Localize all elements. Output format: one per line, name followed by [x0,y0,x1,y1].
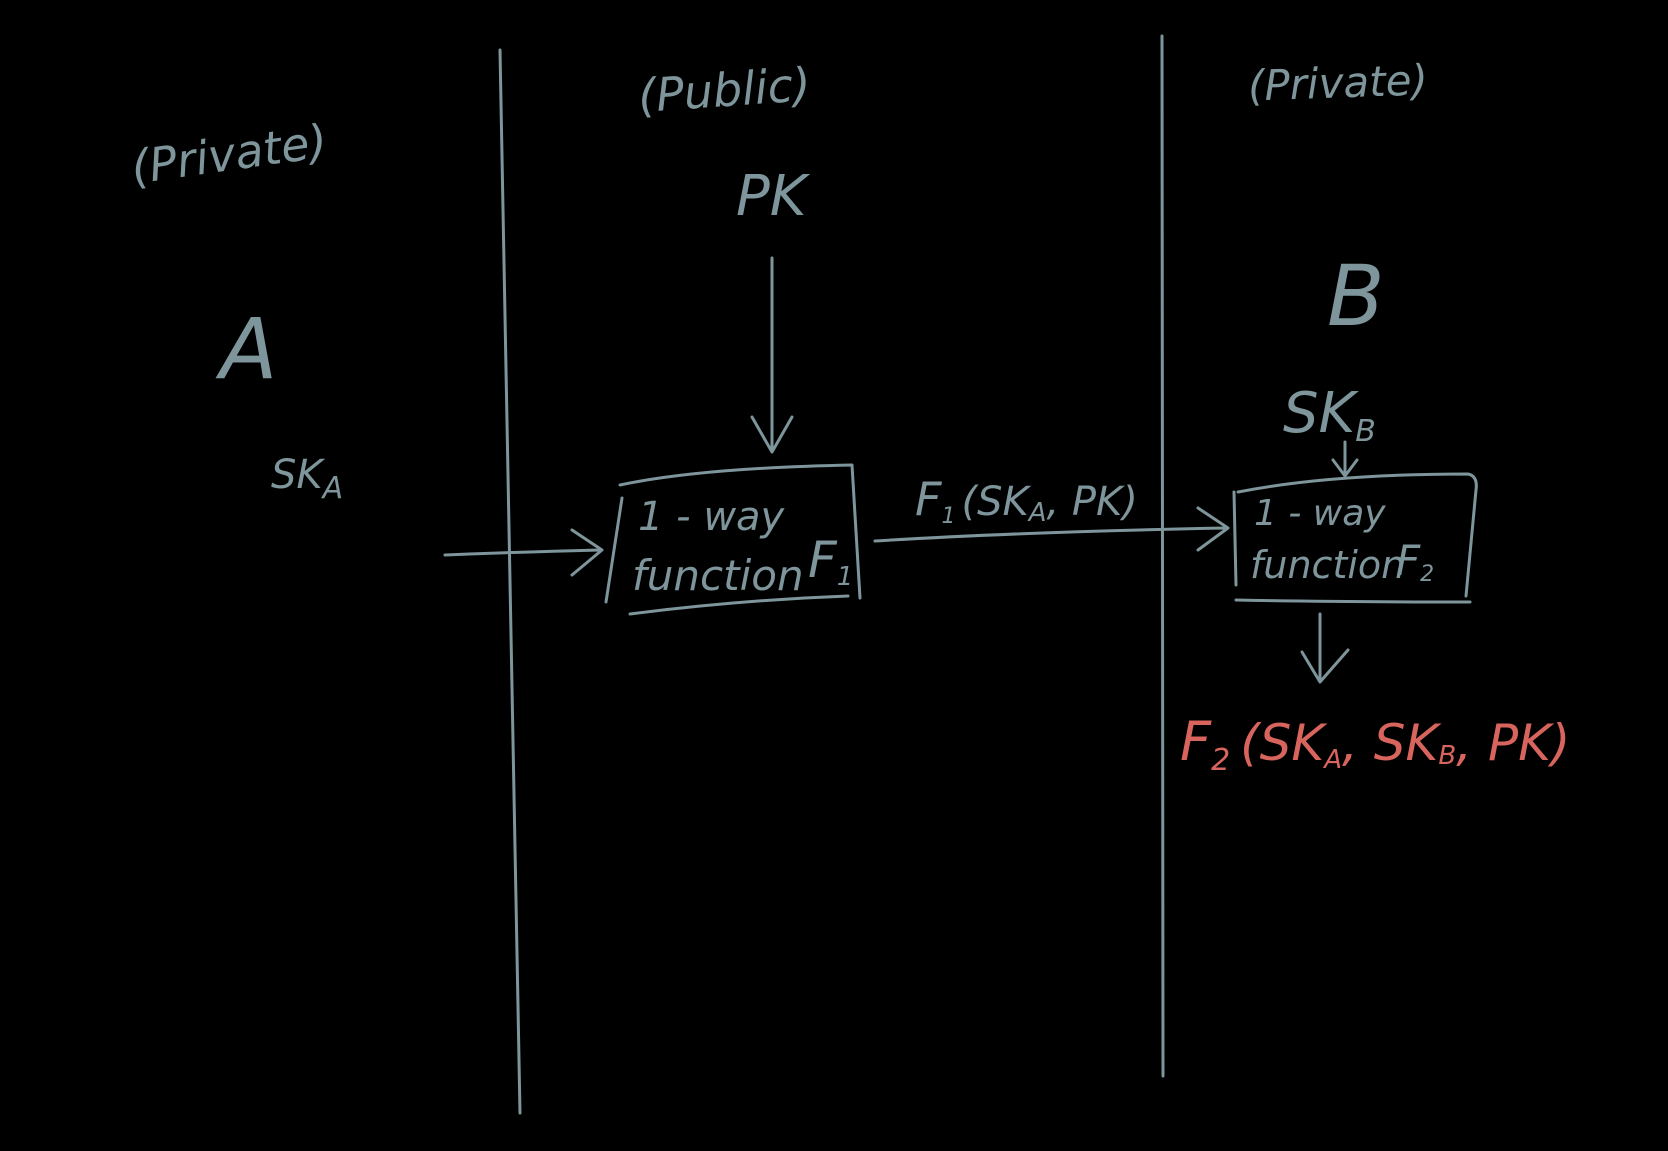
result-label-sub: 2 [1211,743,1230,778]
function-2-line1: 1 - way [1254,493,1386,534]
party-a-secret-key-sub: A [321,471,344,506]
party-a-label: A [215,300,277,398]
divider-left [498,48,522,1115]
party-b-label: B [1327,247,1385,345]
function-1-line1: 1 - way [638,494,786,540]
function-2-box-outline [1232,472,1478,604]
party-b-secret-key: SKB [1283,381,1376,449]
function-1-name-sub: 1 [837,562,854,592]
function-1-name: F1 [808,531,853,592]
function-1-box: 1 - way function F1 [604,463,862,616]
pk-arrow [750,256,794,454]
transfer-label-sub: 1 [941,504,955,529]
divider-right [1160,34,1165,1078]
party-a-secret-key: SKA [271,452,343,506]
function-2-name: F2 [1396,536,1434,587]
ska-arrow [443,528,604,577]
public-key-label: PK [736,164,811,229]
transfer-label: F1(SKA, PK) [915,472,1138,529]
function-1-line2: function [632,551,804,600]
result-label-sub-b: B [1438,741,1456,771]
party-b-secret-key-sub: B [1355,414,1376,449]
function-1-box-outline [604,463,862,616]
function-2-name-sub: 2 [1420,562,1434,587]
right-column-label: (Private) [1247,55,1429,110]
transfer-arrow [873,506,1230,552]
left-column-label: (Private) [128,114,331,195]
function-2-box: 1 - way function F2 [1232,472,1478,604]
function-2-line2: function [1250,543,1405,587]
skb-arrow [1331,440,1359,478]
transfer-label-arg-sub: A [1027,498,1047,528]
result-arrow [1300,612,1350,684]
result-label: F2(SKA, SKB, PK) [1180,710,1570,778]
middle-column-label: (Public) [636,57,812,123]
result-label-sub-a: A [1322,745,1342,775]
